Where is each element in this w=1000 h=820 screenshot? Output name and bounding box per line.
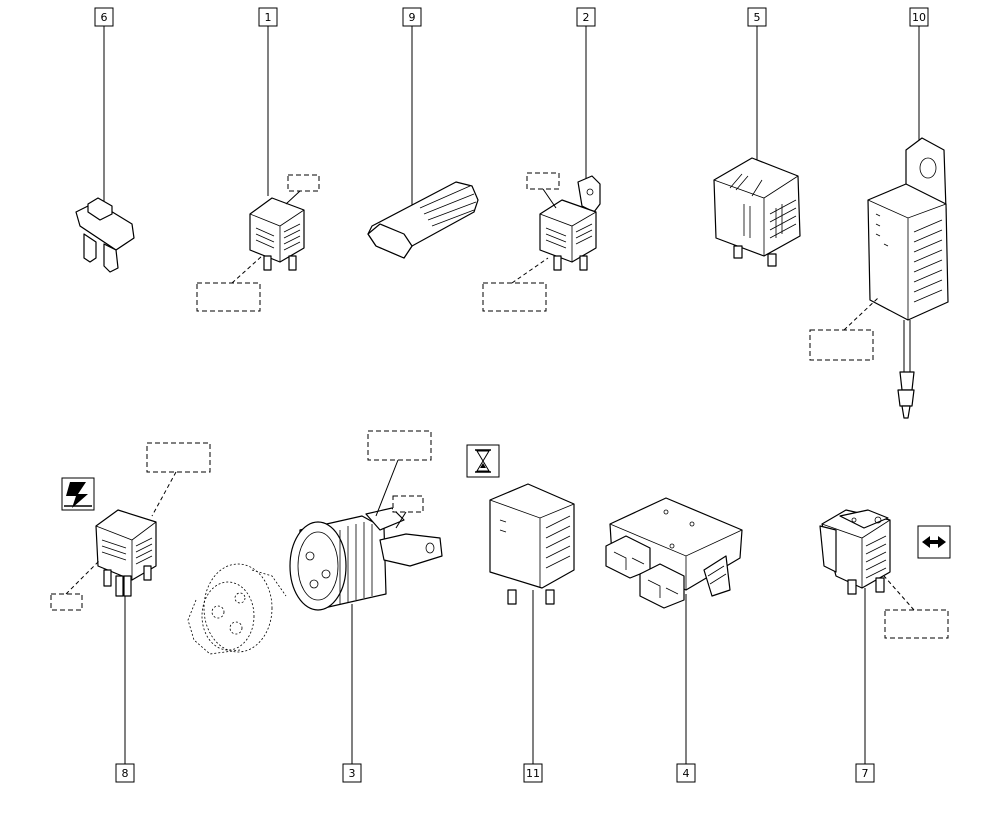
part-4: 4 xyxy=(605,497,743,783)
part-9: 9 xyxy=(367,7,479,259)
label-9: 9 xyxy=(409,11,416,24)
label-1: 1 xyxy=(265,11,272,24)
label-box-4 xyxy=(676,763,696,783)
part-10: 10 xyxy=(809,7,949,419)
placeholder-box xyxy=(50,593,83,611)
placeholder-box xyxy=(526,172,560,190)
label-box-10 xyxy=(909,7,929,27)
part-8: 8 xyxy=(50,442,211,783)
part-5: 5 xyxy=(713,7,801,267)
label-box-6 xyxy=(94,7,114,27)
ghost-connector xyxy=(187,563,287,655)
part-7: 7 xyxy=(819,509,951,783)
label-box-8 xyxy=(115,763,135,783)
placeholder-box xyxy=(196,282,261,312)
part-3: 3 xyxy=(187,430,443,783)
label-3: 3 xyxy=(349,767,356,780)
label-2: 2 xyxy=(583,11,590,24)
label-8: 8 xyxy=(122,767,129,780)
label-7: 7 xyxy=(862,767,869,780)
placeholder-box xyxy=(367,430,432,461)
label-4: 4 xyxy=(683,767,690,780)
part-2: 2 xyxy=(482,7,601,312)
placeholder-box xyxy=(884,609,949,639)
placeholder-box xyxy=(392,495,424,513)
placeholder-box xyxy=(482,282,547,312)
part-11: 11 xyxy=(466,444,575,783)
label-box-5 xyxy=(747,7,767,27)
placeholder-box xyxy=(146,442,211,473)
label-10: 10 xyxy=(912,11,926,24)
label-box-1 xyxy=(258,7,278,27)
label-11: 11 xyxy=(526,767,540,780)
placeholder-box xyxy=(809,329,874,361)
label-box-3 xyxy=(342,763,362,783)
label-5: 5 xyxy=(754,11,761,24)
label-6: 6 xyxy=(101,11,108,24)
label-box-2 xyxy=(576,7,596,27)
label-box-9 xyxy=(402,7,422,27)
placeholder-box xyxy=(287,174,320,192)
label-box-11 xyxy=(523,763,543,783)
part-6: 6 xyxy=(75,7,135,273)
label-box-7 xyxy=(855,763,875,783)
part-1: 1 xyxy=(196,7,320,312)
